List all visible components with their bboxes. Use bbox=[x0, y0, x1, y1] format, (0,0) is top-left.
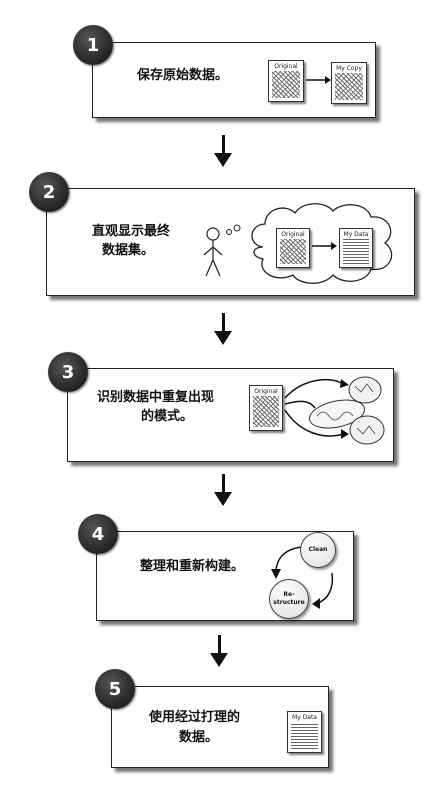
step-2-data-doc: My Data bbox=[339, 228, 373, 268]
step-4-text: 整理和重新构建。 bbox=[140, 559, 245, 574]
step-1-original-doc: Original bbox=[268, 60, 304, 102]
doc-label: Original bbox=[281, 231, 305, 238]
doc-label: Original bbox=[254, 388, 278, 395]
step-1-badge: 1 bbox=[73, 25, 113, 65]
step-4-badge: 4 bbox=[78, 514, 118, 554]
step-3-text-line-2: 的模式。 bbox=[141, 409, 194, 424]
restructure-node: Re-structure bbox=[269, 579, 309, 619]
step-1-arrow-icon bbox=[306, 76, 331, 84]
step-5-text-line-2: 数据。 bbox=[179, 730, 219, 745]
step-2-badge: 2 bbox=[29, 172, 69, 212]
scribble-icon bbox=[280, 239, 306, 264]
step-3-text-line-1: 识别数据中重复出现 bbox=[97, 390, 215, 405]
clean-node: Clean bbox=[300, 532, 336, 568]
step-2-arrow-icon bbox=[312, 242, 337, 250]
step-5-text-line-1: 使用经过打理的 bbox=[149, 710, 241, 725]
step-1-copy-doc: My Copy bbox=[331, 62, 367, 104]
step-5-data-doc: My Data bbox=[287, 711, 322, 753]
doc-label: My Copy bbox=[336, 65, 362, 72]
doc-label: Original bbox=[274, 63, 298, 70]
scribble-icon bbox=[272, 71, 300, 98]
grid-lines-icon bbox=[343, 239, 369, 264]
step-3-badge: 3 bbox=[48, 352, 88, 392]
step-2-text-line-1: 直观显示最终 bbox=[92, 224, 171, 239]
step-2-original-doc: Original bbox=[276, 228, 310, 268]
scribble-icon bbox=[335, 73, 363, 100]
doc-label: My Data bbox=[292, 714, 317, 721]
doc-label: My Data bbox=[343, 231, 369, 238]
step-3-original-doc: Original bbox=[249, 385, 283, 431]
step-2-text-line-2: 数据集。 bbox=[102, 243, 155, 258]
pattern-clusters-icon bbox=[284, 376, 385, 445]
stick-figure-icon bbox=[203, 224, 241, 277]
cycle-arrows-icon bbox=[271, 546, 334, 609]
grid-lines-icon bbox=[291, 722, 318, 749]
step-1-text: 保存原始数据。 bbox=[137, 68, 229, 83]
step-5-badge: 5 bbox=[95, 669, 135, 709]
scribble-icon bbox=[253, 396, 279, 427]
